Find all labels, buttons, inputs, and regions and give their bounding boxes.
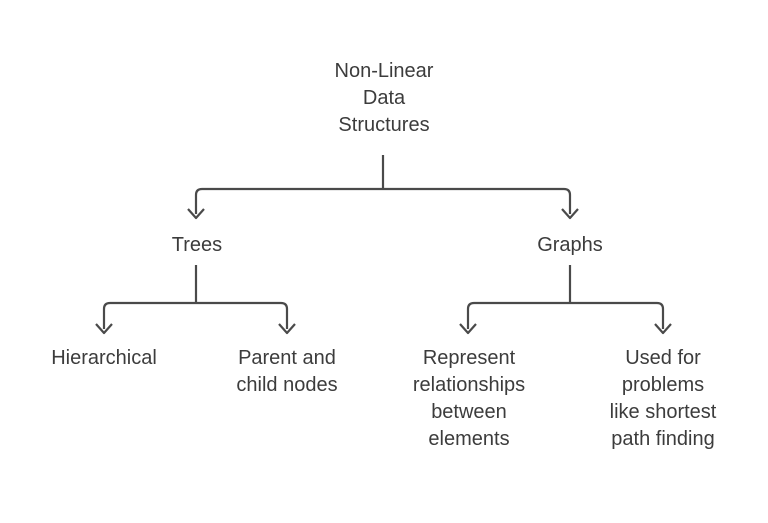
arrowhead-graphs (561, 208, 579, 220)
arrowhead-trees (187, 208, 205, 220)
connector-root-to-graphs (383, 187, 572, 214)
arrowhead-used-for (654, 323, 672, 335)
connector-trees-to-parent-child (196, 301, 289, 329)
node-used-for-problems-label: Used for problems like shortest path fin… (609, 347, 717, 450)
node-graphs-label: Graphs (537, 234, 603, 256)
connector-graphs-to-used-for (570, 301, 665, 329)
node-root-label: Non-Linear Data Structures (334, 60, 434, 136)
arrowhead-hierarchical (95, 323, 113, 335)
node-trees-label: Trees (171, 234, 223, 256)
arrowhead-represent (459, 323, 477, 335)
connector-graphs-to-represent (466, 301, 570, 329)
arrowhead-parent-child (278, 323, 296, 335)
connector-root-to-trees (194, 187, 383, 214)
node-hierarchical-label: Hierarchical (51, 347, 157, 369)
node-parent-and-child-nodes-label: Parent and child nodes (236, 347, 338, 396)
connector-trees-to-hierarchical (102, 301, 196, 329)
node-represent-relationships-label: Represent relationships between elements (412, 347, 526, 450)
